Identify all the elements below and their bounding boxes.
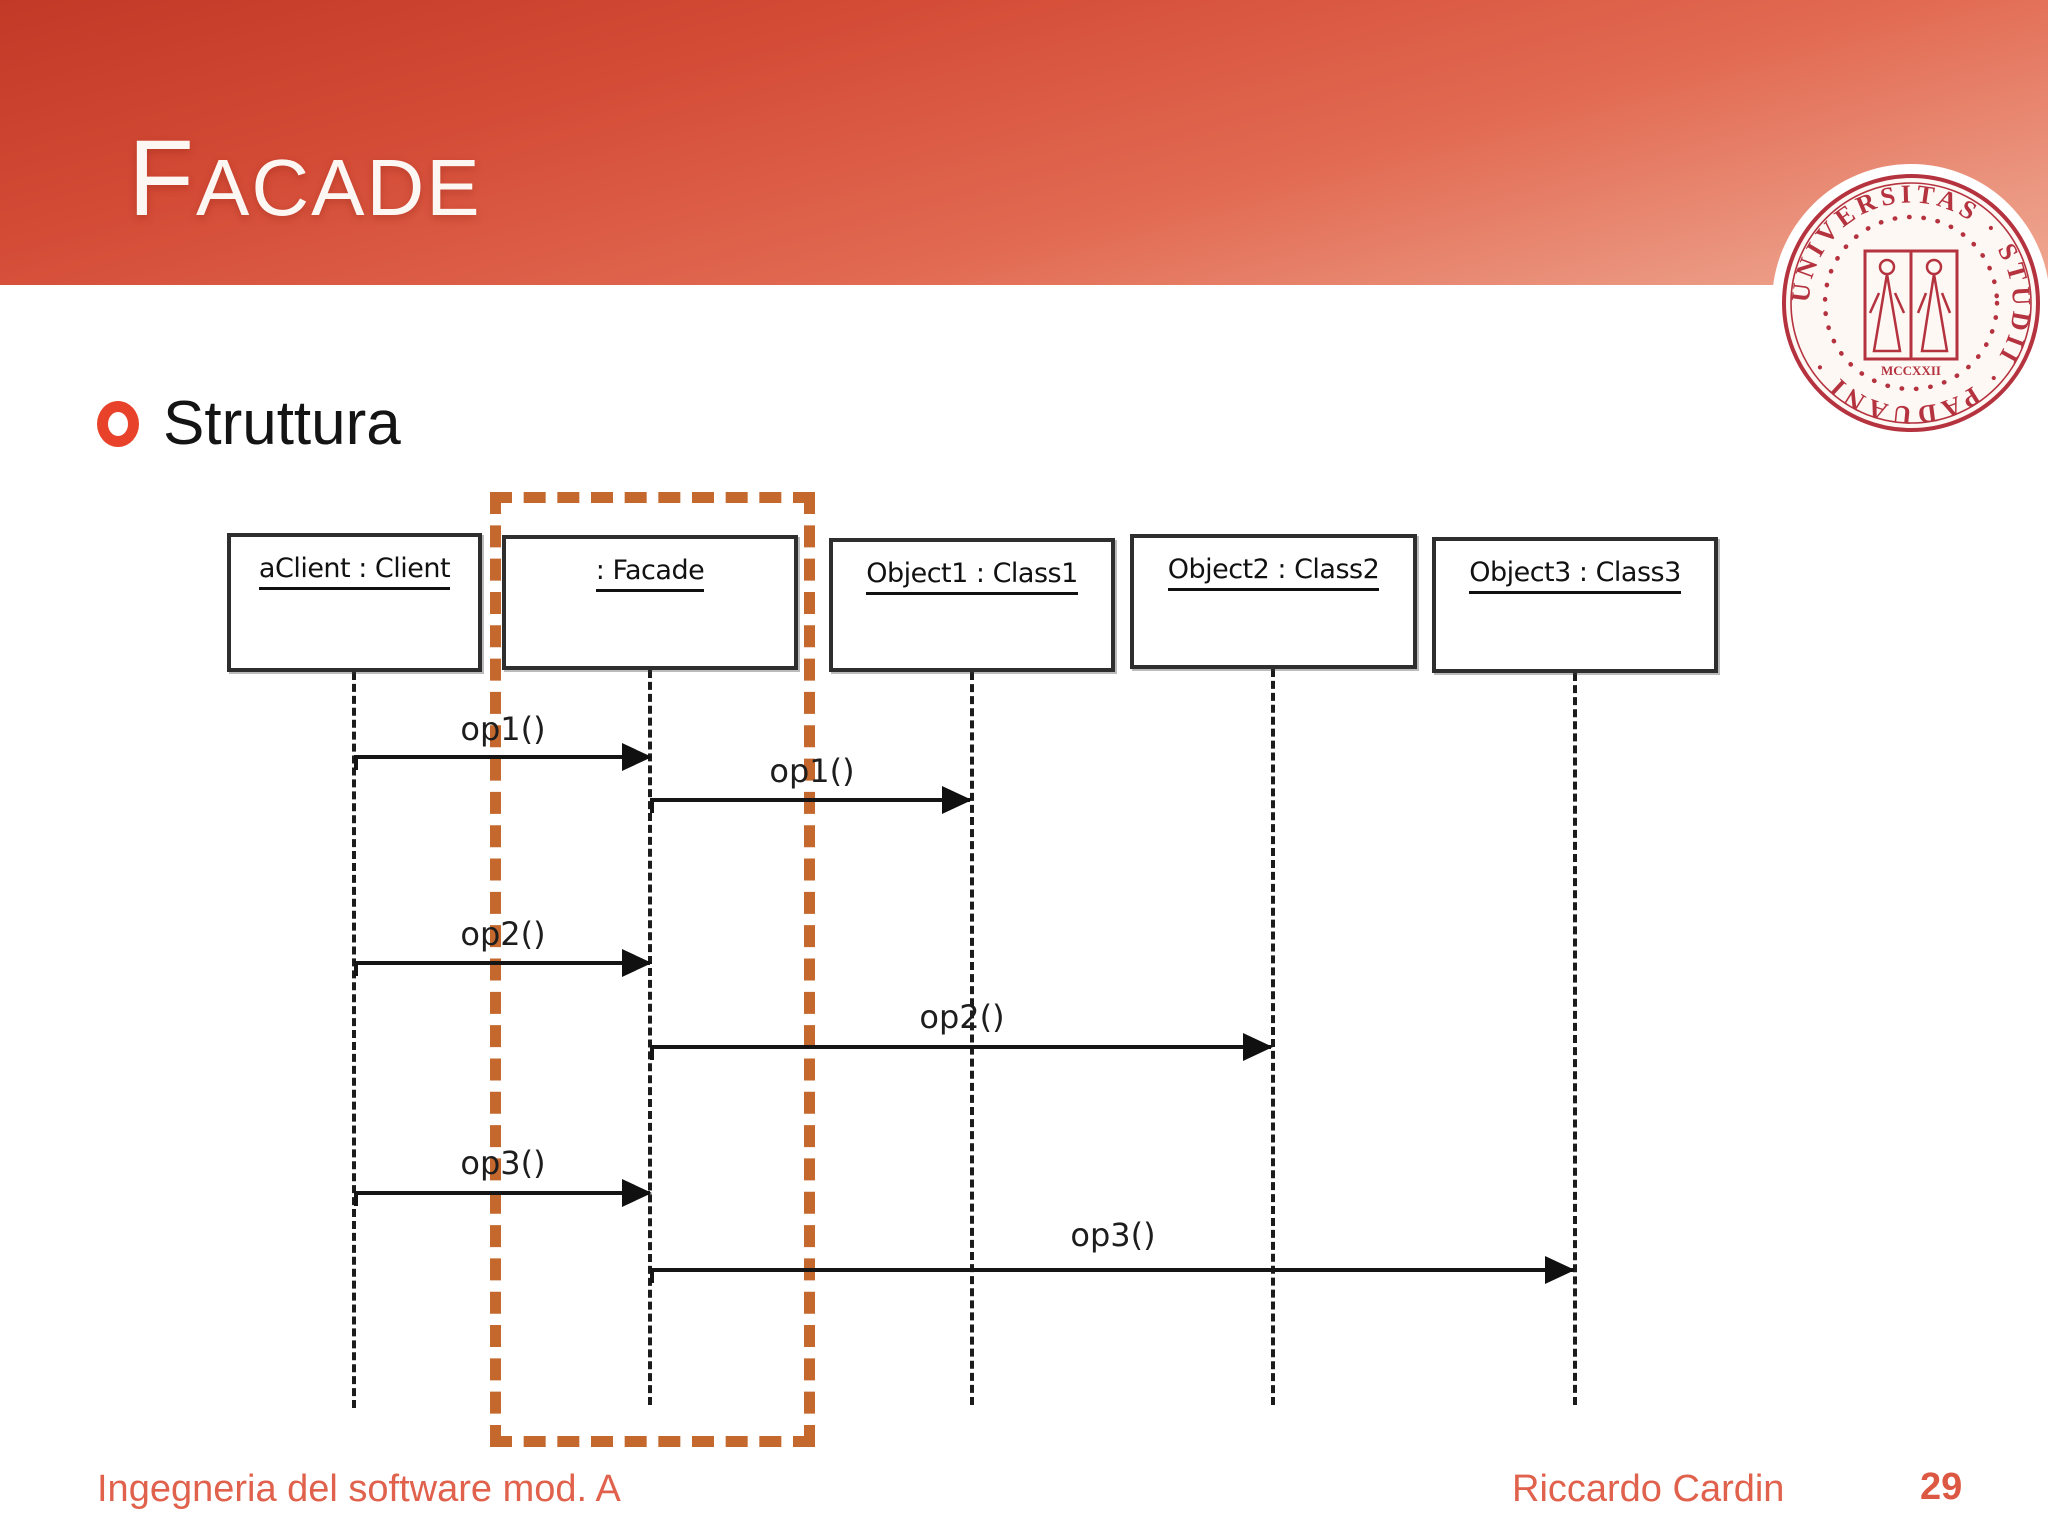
header-band [0, 0, 2048, 285]
participant-object1-label: Object1 : Class1 [866, 558, 1078, 595]
message-arrow-op3-client-facade [354, 1179, 652, 1207]
facade-highlight-box [490, 492, 815, 1447]
participant-object1: Object1 : Class1 [829, 538, 1115, 672]
participant-object2-label: Object2 : Class2 [1167, 554, 1380, 591]
message-label-op3-facade-object3: op3() [1070, 1216, 1156, 1254]
bullet-ring-icon [97, 400, 139, 447]
seal-dotted-ring [1822, 214, 2000, 392]
message-arrow-op1-facade-object1 [650, 786, 972, 814]
page-title: Facade [128, 117, 482, 238]
seal-year: MCCXXII [1881, 363, 1941, 378]
section-heading-row: Struttura [97, 388, 401, 459]
message-label-op2-facade-object2: op2() [919, 998, 1005, 1036]
message-arrow-op1-client-facade [354, 743, 652, 771]
seal-inner-ring [1790, 182, 2032, 424]
seal-figure-right [1916, 258, 1952, 353]
message-label-op2-client-facade: op2() [460, 915, 546, 953]
message-label-op3-client-facade: op3() [460, 1144, 546, 1182]
message-arrow-op3-facade-object3 [650, 1256, 1575, 1284]
section-heading: Struttura [163, 389, 401, 458]
message-arrow-op2-facade-object2 [650, 1033, 1273, 1061]
participant-object3: Object3 : Class3 [1432, 537, 1718, 673]
university-seal-logo: UNIVERSITAS · STUDII · PADUANI · MCCXXII [1772, 164, 2048, 442]
participant-object2: Object2 : Class2 [1130, 534, 1417, 669]
lifeline-object3 [1573, 673, 1577, 1405]
lifeline-object1 [970, 672, 974, 1405]
message-arrow-op2-client-facade [354, 949, 652, 977]
footer-author: Riccardo Cardin [1512, 1468, 1785, 1510]
participant-aclient-label: aClient : Client [258, 553, 451, 590]
lifeline-aclient [352, 672, 356, 1408]
lifeline-facade [648, 670, 652, 1405]
message-label-op1-facade-object1: op1() [769, 752, 855, 790]
participant-aclient: aClient : Client [227, 533, 482, 672]
participant-facade: : Facade [502, 535, 798, 670]
lifeline-object2 [1271, 669, 1275, 1405]
footer-page-number: 29 [1920, 1466, 1963, 1508]
participant-object3-label: Object3 : Class3 [1469, 557, 1681, 594]
message-label-op1-client-facade: op1() [460, 710, 546, 748]
seal-figure-left [1868, 258, 1906, 353]
footer-course: Ingegneria del software mod. A [97, 1468, 621, 1510]
participant-facade-label: : Facade [595, 555, 705, 592]
